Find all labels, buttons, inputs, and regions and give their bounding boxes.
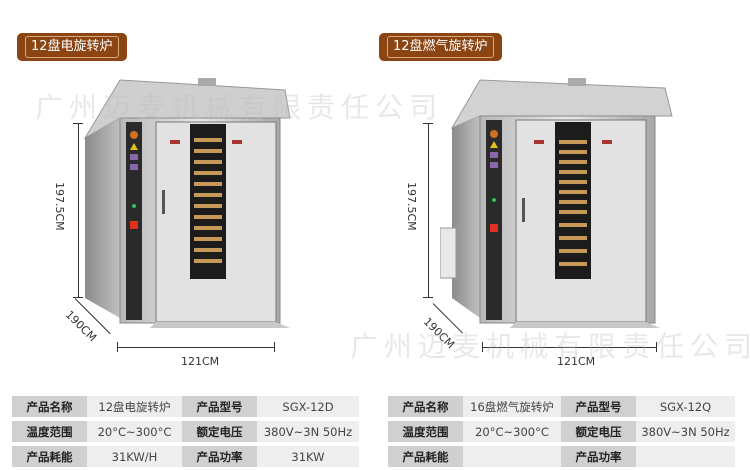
dim-tick xyxy=(274,342,275,352)
spec-value: 31KW xyxy=(257,446,359,467)
dim-tick xyxy=(656,342,657,352)
spec-key: 产品名称 xyxy=(388,396,463,417)
height-label: 197.5CM xyxy=(53,182,66,231)
spec-key: 产品功率 xyxy=(561,446,636,467)
spec-value: SGX-12Q xyxy=(636,396,735,417)
dim-tick xyxy=(73,297,83,298)
spec-value: SGX-12D xyxy=(257,396,359,417)
company-watermark: 广州迈麦机械有限责任公司 xyxy=(350,330,750,363)
badge-label: 12盘电旋转炉 xyxy=(25,36,119,58)
dim-tick xyxy=(423,297,433,298)
spec-key: 产品型号 xyxy=(182,396,257,417)
table-row: 温度范围 20°C~300°C 额定电压 380V~3N 50Hz xyxy=(12,421,359,442)
spec-key: 温度范围 xyxy=(388,421,463,442)
spec-value: 31KW/H xyxy=(87,446,182,467)
badge-label: 12盘燃气旋转炉 xyxy=(387,36,494,58)
spec-key: 温度范围 xyxy=(12,421,87,442)
width-dimension-line xyxy=(482,347,657,348)
width-dimension-line xyxy=(117,347,275,348)
product-badge-electric: 12盘电旋转炉 xyxy=(17,33,127,61)
spec-value: 20°C~300°C xyxy=(463,421,561,442)
spec-key: 产品耗能 xyxy=(388,446,463,467)
spec-value: 12盘电旋转炉 xyxy=(87,396,182,417)
electric-rotary-oven-image xyxy=(83,78,291,328)
spec-key: 额定电压 xyxy=(561,421,636,442)
spec-key: 额定电压 xyxy=(182,421,257,442)
dim-tick xyxy=(423,123,433,124)
spec-key: 产品名称 xyxy=(12,396,87,417)
spec-table-gas: 产品名称 16盘燃气旋转炉 产品型号 SGX-12Q 温度范围 20°C~300… xyxy=(388,392,735,470)
table-row: 温度范围 20°C~300°C 额定电压 380V~3N 50Hz xyxy=(388,421,735,442)
spec-value: 20°C~300°C xyxy=(87,421,182,442)
spec-key: 产品耗能 xyxy=(12,446,87,467)
width-label: 121CM xyxy=(557,355,596,368)
height-dimension-line xyxy=(78,123,79,297)
dim-tick xyxy=(482,342,483,352)
spec-key: 产品功率 xyxy=(182,446,257,467)
spec-table-electric: 产品名称 12盘电旋转炉 产品型号 SGX-12D 温度范围 20°C~300°… xyxy=(12,392,359,470)
spec-value: 380V~3N 50Hz xyxy=(636,421,735,442)
spec-value xyxy=(463,446,561,467)
spec-value: 16盘燃气旋转炉 xyxy=(463,396,561,417)
width-label: 121CM xyxy=(181,355,220,368)
height-label: 197.5CM xyxy=(405,182,418,231)
spec-value xyxy=(636,446,735,467)
table-row: 产品耗能 31KW/H 产品功率 31KW xyxy=(12,446,359,467)
spec-key: 产品型号 xyxy=(561,396,636,417)
product-badge-gas: 12盘燃气旋转炉 xyxy=(379,33,502,61)
table-row: 产品名称 16盘燃气旋转炉 产品型号 SGX-12Q xyxy=(388,396,735,417)
spec-value: 380V~3N 50Hz xyxy=(257,421,359,442)
dim-tick xyxy=(117,342,118,352)
height-dimension-line xyxy=(428,123,429,297)
table-row: 产品名称 12盘电旋转炉 产品型号 SGX-12D xyxy=(12,396,359,417)
table-row: 产品耗能 产品功率 xyxy=(388,446,735,467)
dim-tick xyxy=(73,123,83,124)
gas-rotary-oven-image xyxy=(440,78,673,328)
